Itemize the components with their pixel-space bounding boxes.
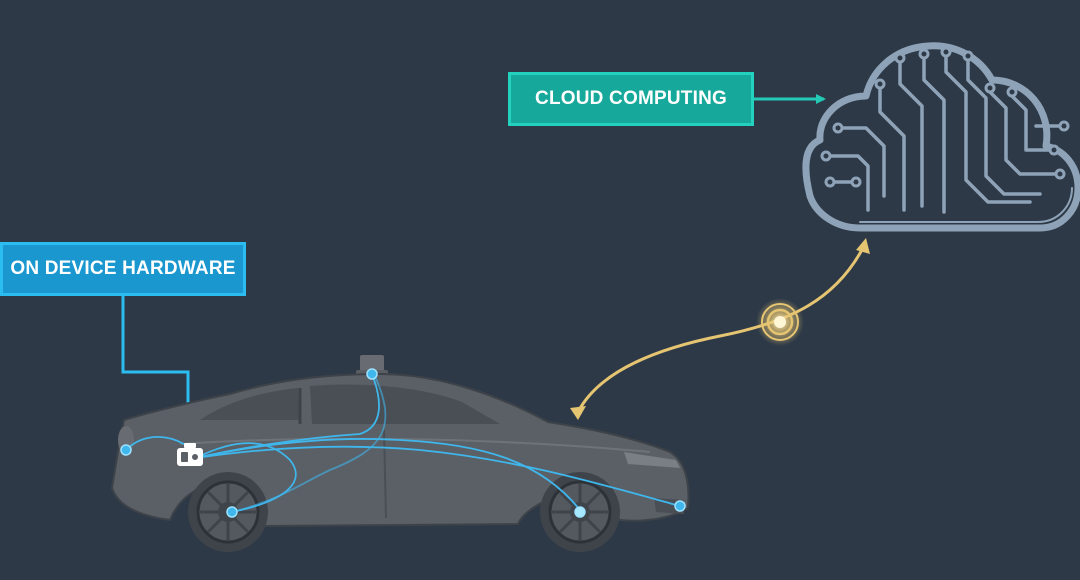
signal-arrowhead-car [570, 406, 586, 420]
sensor-front [674, 500, 686, 512]
signal-arrowhead-cloud [856, 238, 870, 254]
headlight [624, 452, 680, 468]
cloud-computing-label: CLOUD COMPUTING [508, 72, 754, 126]
door-line [383, 429, 387, 519]
signal-emitter-icon [756, 298, 804, 346]
front-window [310, 384, 500, 424]
sensor-rear-wheel [226, 506, 238, 518]
sensors [120, 368, 686, 518]
sensor-roof [366, 368, 378, 380]
sensor-rear [120, 444, 132, 456]
roof-sensor [360, 355, 384, 373]
on-device-hardware-label: ON DEVICE HARDWARE [0, 242, 246, 296]
car-icon [110, 355, 690, 552]
hardware-label-connector [121, 296, 198, 418]
cloud-outline [802, 42, 1080, 232]
cloud-circuit-icon [802, 42, 1080, 232]
signal-path [576, 245, 866, 413]
car-wiring [125, 373, 681, 513]
hardware-module-icon [177, 443, 203, 466]
rear-window [200, 388, 300, 420]
sensor-front-wheel [574, 506, 586, 518]
